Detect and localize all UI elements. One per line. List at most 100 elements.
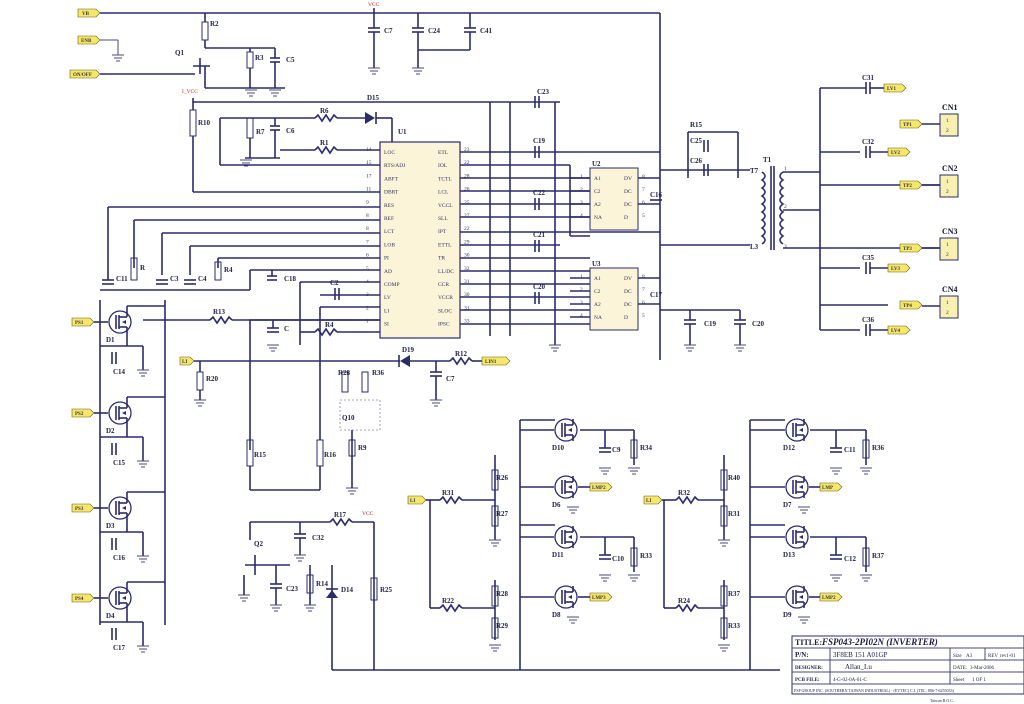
svg-text:R9: R9 xyxy=(358,444,367,452)
driver-pin-label: DV xyxy=(624,176,632,182)
svg-text:R25: R25 xyxy=(380,586,393,594)
u2-ref: U2 xyxy=(592,160,601,168)
input-port-ps3[interactable]: PS3 xyxy=(71,503,95,513)
svg-text:R: R xyxy=(140,264,146,272)
output-port-label: TP1 xyxy=(903,123,912,128)
svg-text:R20: R20 xyxy=(206,375,219,383)
mosfet-label: D7 xyxy=(783,501,792,509)
svg-text:R34: R34 xyxy=(640,444,653,452)
sheet-value: 1 OF 1 xyxy=(972,678,986,683)
svg-text:1: 1 xyxy=(946,118,949,124)
svg-text:C: C xyxy=(284,325,289,333)
svg-text:R4: R4 xyxy=(224,266,233,274)
lin1-port-label: LIN1 xyxy=(485,360,497,365)
mosfet-label: D4 xyxy=(106,612,115,620)
mosfet-d2: D2 xyxy=(106,401,132,435)
r6-d15-section: R6 D15 U1 R7 C6 R1 xyxy=(219,94,407,167)
lamp-port-lamp2[interactable]: LMP2 xyxy=(589,482,613,492)
u1-left-pins: LOC14RTS/ADJ15ABFT17DBRT11RES9REF8LCT8LO… xyxy=(366,147,406,328)
connector-label: CN3 xyxy=(942,227,958,236)
input-port-label: PS1 xyxy=(75,321,84,326)
u1-right-pin-number: 33 xyxy=(464,319,470,325)
connector-label: CN4 xyxy=(942,285,958,294)
u1-left-pin-number: 5 xyxy=(366,266,369,272)
u1-left-pin-number: 15 xyxy=(366,160,372,166)
svg-text:C36: C36 xyxy=(862,316,875,324)
designer-label: DESIGNER: xyxy=(795,666,823,671)
output-port-lv3[interactable]: LV3 xyxy=(887,263,911,273)
u1-left-pin-label: AD xyxy=(384,269,392,275)
u1-left-pin-number: 14 xyxy=(366,147,372,153)
enb-port-label: ENB xyxy=(81,39,92,44)
output-port-label: TP4 xyxy=(903,304,912,309)
input-port-ps1[interactable]: PS1 xyxy=(71,317,95,327)
u1-right-pin-number: 25 xyxy=(464,200,470,206)
output-port-lv1[interactable]: LV1 xyxy=(883,83,907,93)
driver-output-wiring: C16 C17 C19 C20 xyxy=(569,165,765,352)
svg-text:C17: C17 xyxy=(113,644,126,652)
output-port-lv2[interactable]: LV2 xyxy=(887,147,911,157)
input-port-ps2[interactable]: PS2 xyxy=(71,408,95,418)
output-port-tp4[interactable]: TP4 xyxy=(899,300,923,310)
svg-text:R13: R13 xyxy=(213,308,226,316)
mosfet-d8: D8 xyxy=(552,585,578,619)
lamp-port-label: LMP3 xyxy=(592,596,606,601)
driver-pin-number: 8 xyxy=(642,174,645,180)
enb-port[interactable]: ENB xyxy=(77,35,124,62)
vb-port[interactable]: VB xyxy=(77,8,101,18)
svg-text:U1: U1 xyxy=(398,128,407,136)
mosfet-label: D8 xyxy=(552,611,561,619)
pcb-label: PCB FILE: xyxy=(795,678,820,683)
driver-pin-number: 3 xyxy=(580,300,583,306)
output-port-label: TP2 xyxy=(903,184,912,189)
svg-text:C20: C20 xyxy=(533,283,546,291)
svg-text:R27: R27 xyxy=(496,510,509,518)
svg-text:2: 2 xyxy=(946,189,949,195)
svg-text:C20: C20 xyxy=(752,320,765,328)
sheet-label: Sheet xyxy=(953,678,965,683)
u1-right-pin-number: 23 xyxy=(464,147,470,153)
onoff-port[interactable]: ON/OFF xyxy=(69,69,195,79)
company-line: FSP GROUP INC. (SOUTHERN TAIWAN INDUSTRI… xyxy=(794,688,955,693)
u1-left-wiring: R R4 C18 C2 R4 C11 xyxy=(100,206,380,450)
vb-port-label: VB xyxy=(82,12,90,17)
svg-text:L3: L3 xyxy=(750,243,759,251)
lamp-port-right-3[interactable]: LMP2 xyxy=(819,592,843,602)
output-port-lv4[interactable]: LV4 xyxy=(887,325,911,335)
output-port-tp3[interactable]: TP3 xyxy=(899,243,923,253)
li-a-port-label: LI xyxy=(410,499,415,504)
lamp-port-label: LMP2 xyxy=(592,486,606,491)
input-port-ps4[interactable]: PS4 xyxy=(71,593,95,603)
top-decoupling-caps: C7 C24 C41 xyxy=(368,13,493,75)
svg-text:T7: T7 xyxy=(750,167,759,175)
svg-text:C32: C32 xyxy=(312,534,325,542)
u1-right-pin-number: 27 xyxy=(464,213,470,219)
svg-text:C18: C18 xyxy=(284,275,297,283)
lower-control-block: R15 R16 VCC R17 R25 C32 Q2 C23 R1 xyxy=(238,439,780,671)
u1-left-pin-number: 8 xyxy=(366,226,369,232)
svg-text:R15: R15 xyxy=(690,121,703,129)
svg-text:C9: C9 xyxy=(612,446,621,454)
svg-text:R29: R29 xyxy=(496,622,509,630)
svg-text:R36: R36 xyxy=(372,369,385,377)
svg-text:R14: R14 xyxy=(316,580,329,588)
svg-text:C23: C23 xyxy=(537,88,550,96)
output-port-tp1[interactable]: TP1 xyxy=(899,119,923,129)
footer-line: Taiwan R.O.C. xyxy=(930,698,954,703)
lamp-port-lamp3[interactable]: LMP3 xyxy=(589,592,613,602)
li-port-label: LI xyxy=(182,360,187,365)
svg-text:Q2: Q2 xyxy=(254,540,263,548)
pcb-value: 4-G-02-0A-01-C xyxy=(833,678,868,683)
svg-text:R1: R1 xyxy=(320,139,329,147)
u1-right-pin-label: LCL xyxy=(438,190,449,196)
output-port-label: TP3 xyxy=(903,247,912,252)
lamp-port-right-1[interactable]: LMP xyxy=(819,482,843,492)
driver-pin-label: DC xyxy=(624,289,632,295)
svg-text:C3: C3 xyxy=(170,275,179,283)
output-port-tp2[interactable]: TP2 xyxy=(899,180,923,190)
u1-right-pin-number: 31 xyxy=(464,305,470,311)
date-label: DATE: xyxy=(953,666,967,671)
u1-right-pin-label: LL/DC xyxy=(438,269,454,275)
driver-pin-label: A1 xyxy=(594,176,601,182)
